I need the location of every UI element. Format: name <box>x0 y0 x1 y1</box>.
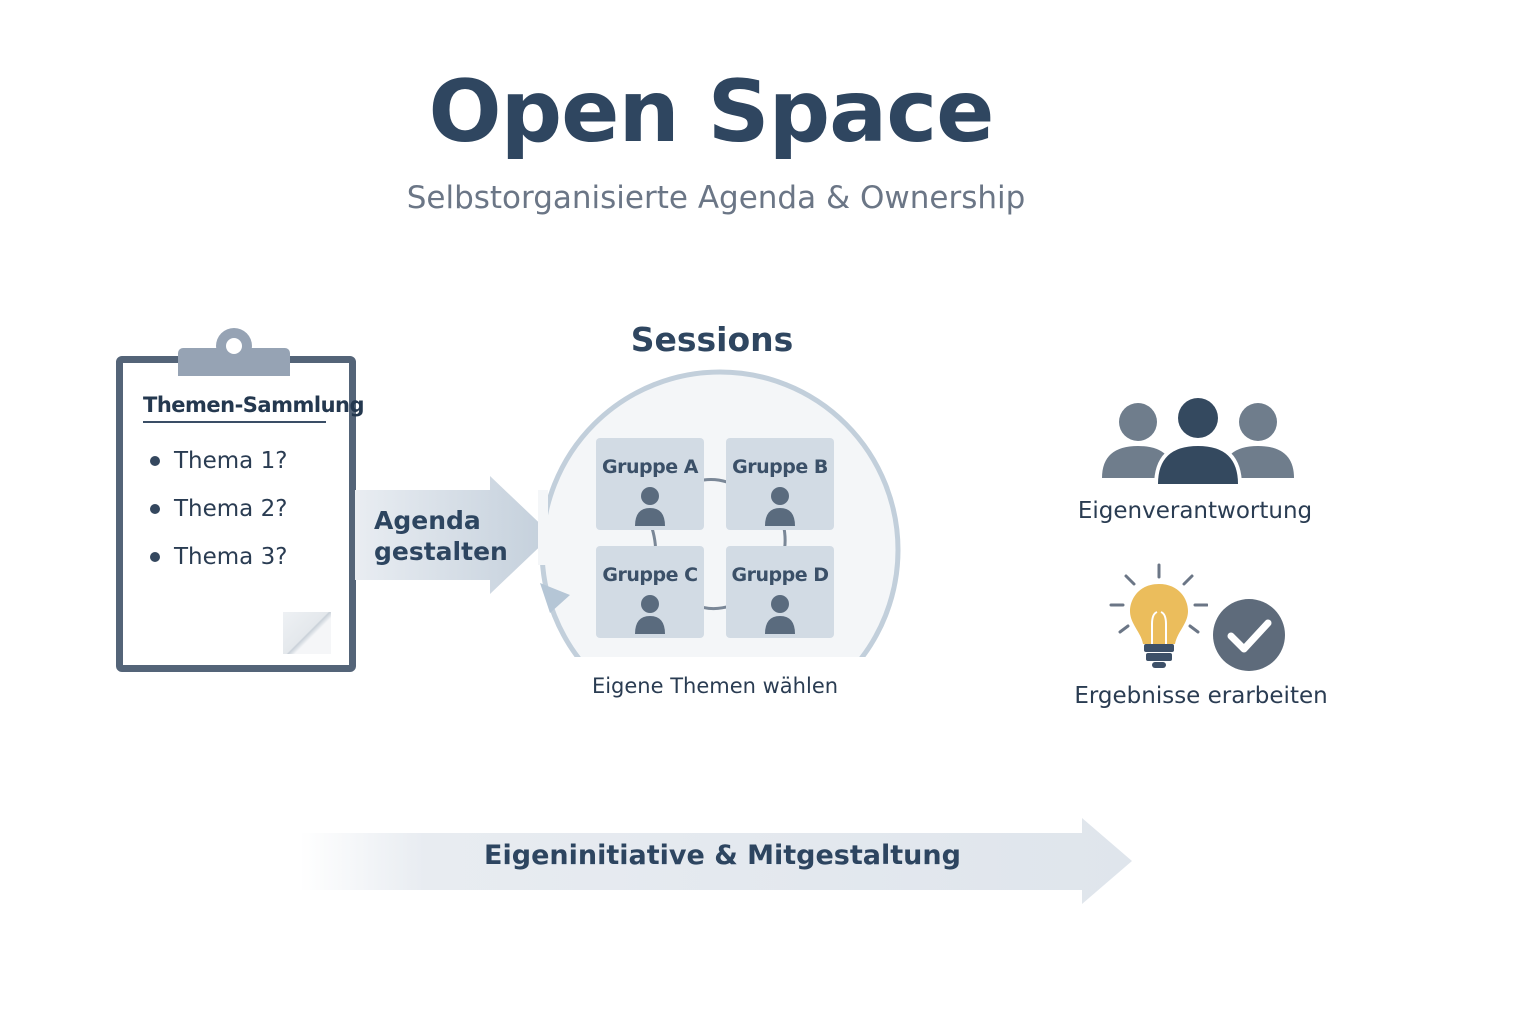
topic-item: Thema 2? <box>150 496 287 522</box>
initiative-arrow-icon <box>300 818 1132 904</box>
topic-label: Thema 3? <box>174 544 288 570</box>
lightbulb-icon <box>1109 563 1208 668</box>
checkmark-circle-icon <box>1213 599 1285 671</box>
page-curl-icon <box>283 612 331 654</box>
agenda-arrow-icon <box>355 476 552 594</box>
team-people-icon <box>1102 396 1294 486</box>
agenda-line1: Agenda <box>374 506 481 535</box>
group-label: Gruppe D <box>731 564 829 586</box>
bullet-icon <box>150 552 160 562</box>
topic-item: Thema 3? <box>150 544 287 570</box>
sessions-caption: Eigene Themen wählen <box>591 674 839 698</box>
group-card-a: Gruppe A <box>596 438 704 530</box>
group-label: Gruppe B <box>732 456 828 478</box>
responsibility-label: Eigenverantwortung <box>1077 498 1313 524</box>
person-icon <box>635 595 665 634</box>
group-card-c: Gruppe C <box>596 546 704 638</box>
person-icon <box>765 595 795 634</box>
group-label: Gruppe A <box>602 456 698 478</box>
page-title: Open Space <box>428 62 995 162</box>
sessions-title: Sessions <box>630 320 794 359</box>
topic-label: Thema 2? <box>174 496 288 522</box>
person-icon <box>635 487 665 526</box>
person-icon <box>765 487 795 526</box>
topic-label: Thema 1? <box>174 448 288 474</box>
initiative-arrow-label: Eigeninitiative & Mitgestaltung <box>484 840 961 871</box>
page-subtitle: Selbstorganisierte Agenda & Ownership <box>406 180 1026 216</box>
bullet-icon <box>150 504 160 514</box>
results-label: Ergebnisse erarbeiten <box>1074 683 1328 709</box>
session-cycle-circle <box>538 369 901 657</box>
clipboard-ring-hole <box>226 338 242 354</box>
group-label: Gruppe C <box>602 564 698 586</box>
agenda-line2: gestalten <box>374 537 508 566</box>
group-card-d: Gruppe D <box>726 546 834 638</box>
agenda-arrow-label: Agenda gestalten <box>374 505 508 567</box>
topic-item: Thema 1? <box>150 448 287 474</box>
clipboard-heading: Themen-Sammlung <box>143 393 365 423</box>
group-card-b: Gruppe B <box>726 438 834 530</box>
bullet-icon <box>150 456 160 466</box>
